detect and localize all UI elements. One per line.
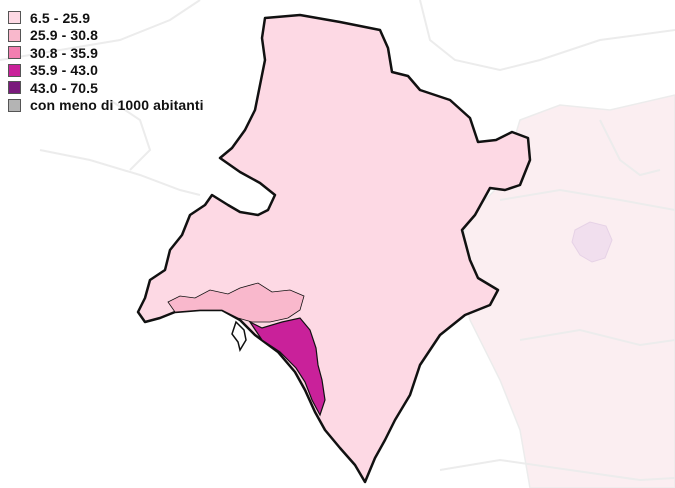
high-value-district (248, 317, 326, 417)
legend-label: 6.5 - 25.9 (30, 9, 91, 26)
coast-detail (231, 320, 247, 352)
main-municipality (136, 13, 532, 484)
neighbor-small-area (571, 221, 613, 263)
neighbor-line-6 (439, 458, 675, 482)
legend-label: 30.8 - 35.9 (30, 44, 99, 61)
legend-swatch (8, 28, 21, 42)
legend-swatch (8, 46, 21, 60)
neighbor-line-3 (419, 0, 675, 72)
legend-item: 43.0 - 70.5 (8, 79, 204, 97)
neighbor-line-8 (109, 99, 152, 171)
legend-item: con meno di 1000 abitanti (8, 97, 204, 115)
legend-item: 25.9 - 30.8 (8, 27, 204, 45)
legend-item: 35.9 - 43.0 (8, 62, 204, 80)
legend-item: 30.8 - 35.9 (8, 44, 204, 62)
legend-swatch (8, 98, 21, 112)
legend-item: 6.5 - 25.9 (8, 9, 204, 27)
legend-label: con meno di 1000 abitanti (30, 97, 204, 114)
legend-swatch (8, 81, 21, 95)
coastal-district (167, 282, 305, 323)
legend-label: 43.0 - 70.5 (30, 79, 99, 96)
legend-label: 25.9 - 30.8 (30, 27, 99, 44)
legend-swatch (8, 63, 21, 77)
neighbor-line-7 (599, 119, 661, 177)
legend-label: 35.9 - 43.0 (30, 62, 99, 79)
neighbor-line-4 (499, 188, 675, 211)
legend-swatch (8, 11, 21, 25)
neighbor-line-1 (0, 0, 201, 61)
neighbor-line-5 (519, 328, 675, 347)
neighbor-line-2 (39, 149, 201, 196)
